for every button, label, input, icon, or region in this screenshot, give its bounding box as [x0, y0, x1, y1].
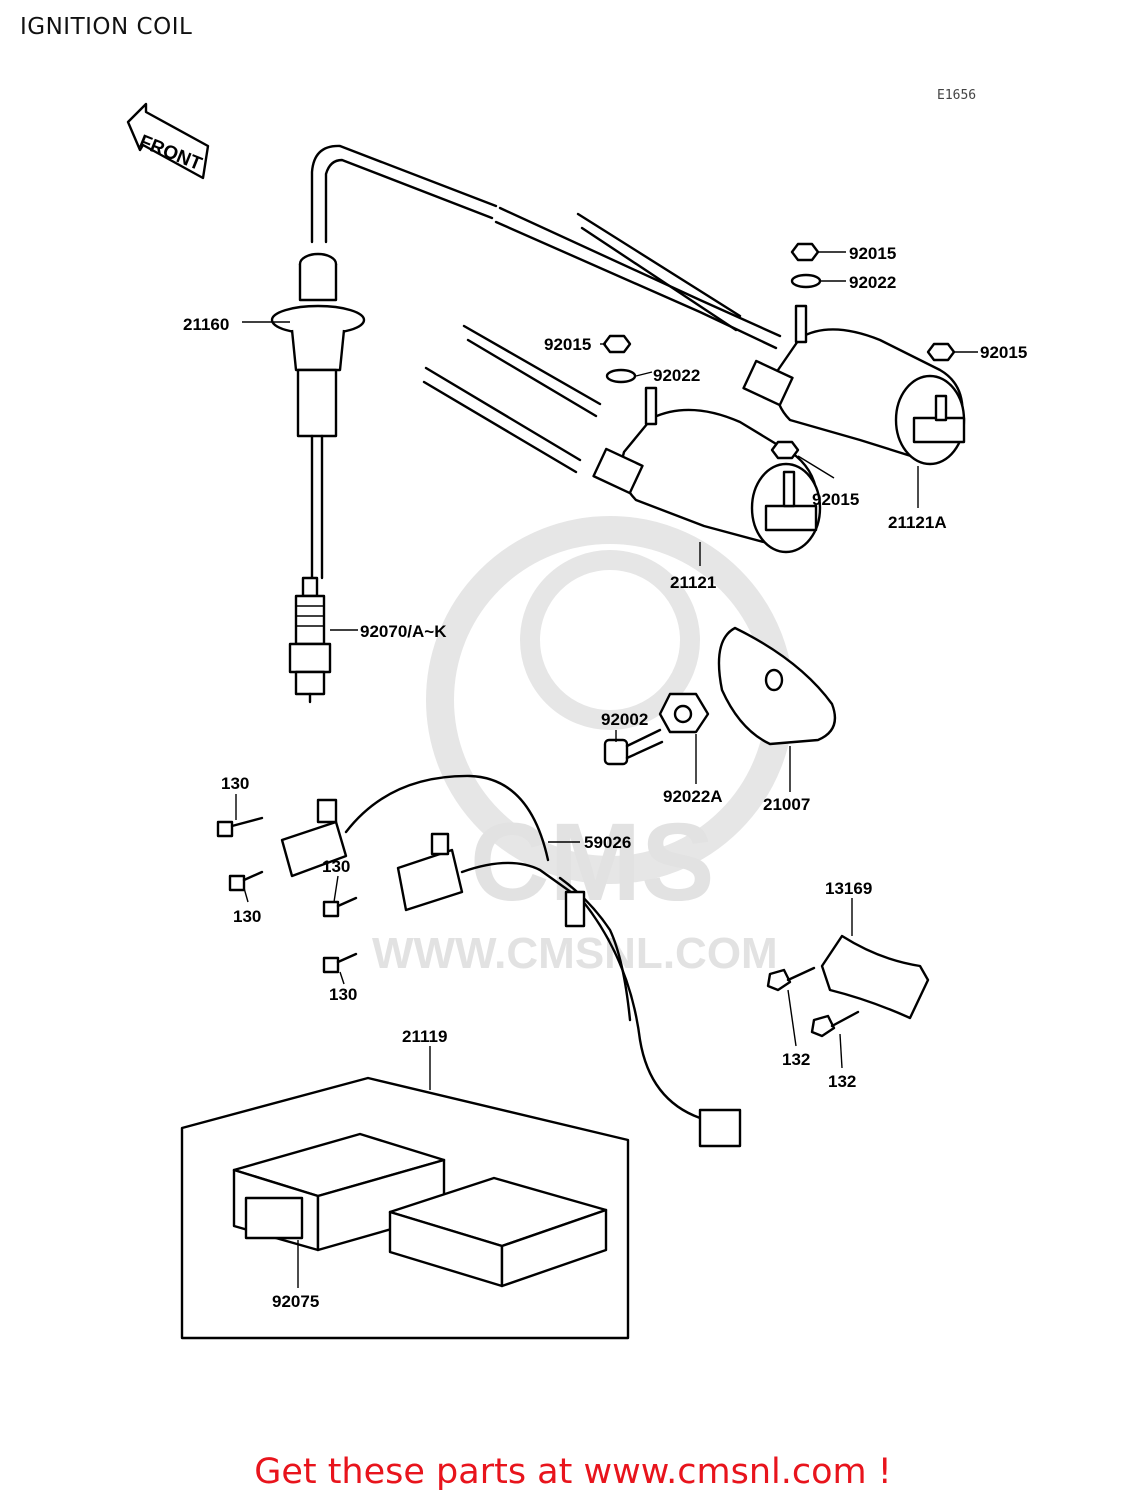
watermark-url: WWW.CMSNL.COM: [372, 929, 778, 978]
label-92075: 92075: [272, 1292, 319, 1311]
wire-harness: [344, 774, 742, 1148]
label-130-c: 130: [322, 857, 350, 876]
label-130-d: 130: [329, 985, 357, 1004]
spark-plug-cap: [270, 252, 366, 580]
label-92015-c: 92015: [980, 343, 1027, 362]
nut-92015-c: [926, 342, 956, 362]
label-130-b: 130: [233, 907, 261, 926]
label-92015-d: 92015: [812, 490, 859, 509]
bolt-132-b: [810, 1010, 860, 1038]
label-92002: 92002: [601, 710, 648, 729]
label-132-a: 132: [782, 1050, 810, 1069]
label-92015-b: 92015: [544, 335, 591, 354]
front-arrow-icon: FRONT: [126, 102, 210, 180]
label-92022-a: 92022: [849, 273, 896, 292]
label-92022-b: 92022: [653, 366, 700, 385]
bracket-13169: [820, 934, 930, 1020]
footer-link-text[interactable]: Get these parts at www.cmsnl.com !: [254, 1452, 892, 1492]
igniter-block-b: [388, 1176, 608, 1288]
label-21160: 21160: [183, 315, 229, 334]
label-13169: 13169: [825, 879, 872, 898]
igniter-unit-b: [396, 832, 464, 912]
nut-92022a: [658, 692, 710, 734]
ignition-coil-21121: [422, 324, 822, 554]
ignition-coil-21121a: [576, 212, 966, 466]
label-130-a: 130: [221, 774, 249, 793]
label-92070: 92070/A~K: [360, 622, 447, 641]
label-92015-a: 92015: [849, 244, 896, 263]
bolt-130-a: [216, 816, 264, 838]
washer-92022-a: [790, 273, 822, 289]
label-59026: 59026: [584, 833, 631, 852]
label-21121a: 21121A: [888, 513, 947, 532]
bolt-132-a: [766, 966, 816, 992]
bolt-130-d: [322, 952, 358, 974]
label-21119: 21119: [402, 1027, 447, 1046]
pickup-plate: [717, 626, 837, 746]
igniter-box-frame: [180, 1076, 630, 1340]
label-21121: 21121: [670, 573, 716, 592]
label-21007: 21007: [763, 795, 810, 814]
leader-lines: [235, 251, 978, 1288]
page-title: IGNITION COIL: [20, 14, 193, 40]
label-132-b: 132: [828, 1072, 856, 1091]
nut-92015-d: [770, 440, 800, 460]
bolt-130-b: [228, 870, 264, 892]
igniter-unit-a: [280, 798, 348, 878]
nut-92015-b: [602, 334, 632, 354]
part-labels: 21160 92070/A~K 92015 92022 92015 92015 …: [183, 244, 1027, 1311]
bolt-92002: [603, 728, 664, 766]
nut-92015-a: [790, 242, 820, 262]
bolt-130-c: [322, 896, 358, 918]
label-92022a: 92022A: [663, 787, 723, 806]
washer-92022-b: [605, 368, 637, 384]
spark-plug: [288, 576, 332, 704]
plug-lead: [310, 144, 782, 350]
diagram-code: E1656: [937, 88, 977, 103]
parts-diagram: CMS WWW.CMSNL.COM FRONT: [126, 102, 1027, 1340]
